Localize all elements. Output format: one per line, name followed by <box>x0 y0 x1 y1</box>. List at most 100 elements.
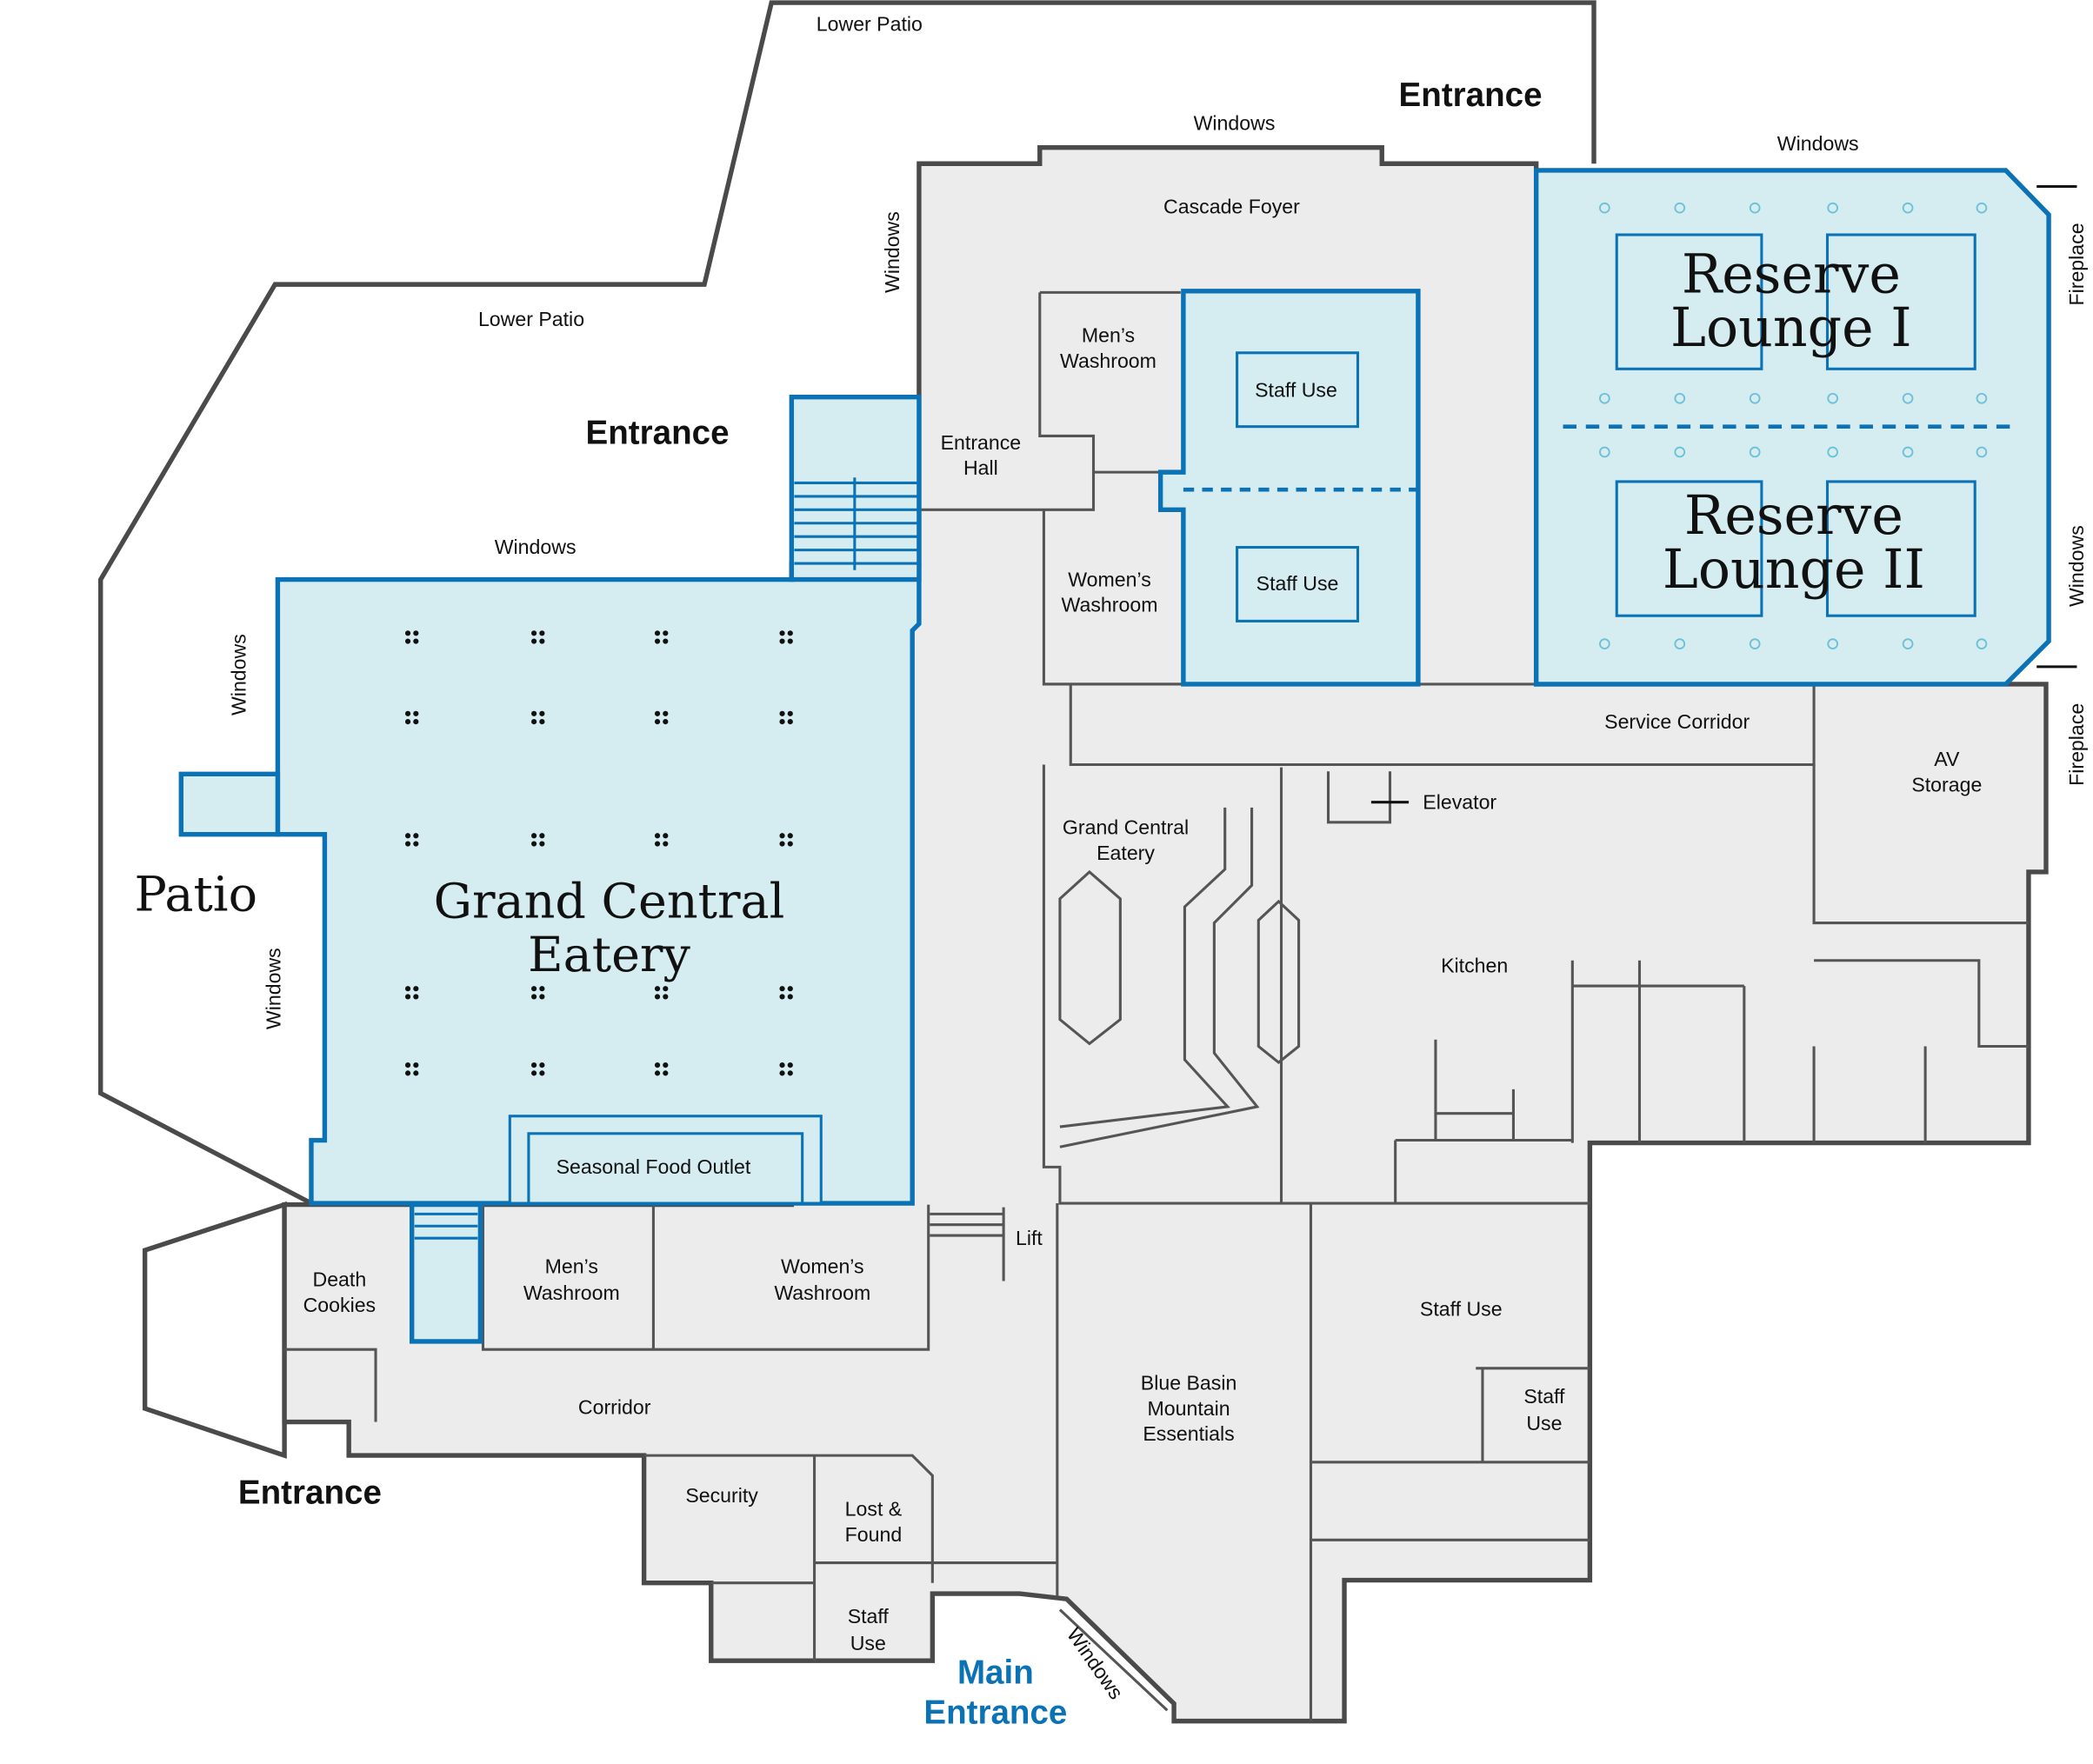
kitchen-line <box>1059 807 1230 1128</box>
eatery-counter <box>1058 869 1122 1046</box>
entrance-label[interactable]: Entrance <box>238 1474 382 1512</box>
seat-marker <box>1827 392 1838 404</box>
table-marker <box>531 710 545 725</box>
table-marker <box>531 986 545 1000</box>
seat-marker <box>1827 202 1838 214</box>
seat-marker <box>1674 202 1686 214</box>
lift-stairs <box>930 1207 1005 1281</box>
entrance-vestibule-left <box>142 1201 287 1459</box>
seat-marker <box>1674 446 1686 458</box>
room-staff-use[interactable]: Staff Use <box>1255 379 1337 402</box>
room-av-storage[interactable]: Storage <box>1911 773 1982 795</box>
table-marker <box>404 1062 419 1076</box>
main-entrance-windows-wall <box>1058 1608 1169 1712</box>
table-marker <box>779 833 793 847</box>
room-grand-central-eatery[interactable]: Grand Central <box>434 873 785 929</box>
windows-label: Windows <box>262 948 284 1029</box>
room-womens-washroom-lower[interactable]: Washroom <box>774 1281 870 1304</box>
room-elevator[interactable]: Elevator <box>1423 790 1496 813</box>
table-marker <box>531 630 545 644</box>
entrance-label[interactable]: Entrance <box>586 415 730 452</box>
room-blue-basin[interactable]: Mountain <box>1147 1397 1230 1420</box>
table-marker <box>404 630 419 644</box>
room-entrance-hall[interactable]: Entrance <box>941 431 1022 454</box>
room-cascade-foyer[interactable]: Cascade Foyer <box>1163 195 1300 217</box>
patio-label: Patio <box>135 867 258 923</box>
room-entrance-hall[interactable]: Hall <box>963 456 998 479</box>
main-entrance-label[interactable]: Entrance <box>923 1694 1067 1732</box>
room-grand-central-eatery-kitchen[interactable]: Eatery <box>1096 842 1155 864</box>
seat-marker <box>1674 638 1686 649</box>
seat-marker <box>1902 392 1914 404</box>
windows-label: Windows <box>2065 525 2088 607</box>
room-reserve-lounge-1[interactable]: Reserve <box>1682 243 1901 305</box>
seat-marker <box>1599 638 1610 649</box>
lower-patio-outline <box>98 0 1596 1206</box>
room-womens-washroom[interactable]: Washroom <box>1062 594 1158 616</box>
table-marker <box>779 1062 793 1076</box>
room-grand-central-eatery[interactable]: Eatery <box>528 927 690 983</box>
reserve-lounge-area <box>1533 168 2051 687</box>
seat-marker <box>1902 202 1914 214</box>
room-mens-washroom[interactable]: Men’s <box>1082 323 1135 346</box>
room-staff-use[interactable]: Staff Use <box>1420 1298 1503 1321</box>
lower-patio-label: Lower Patio <box>478 308 584 330</box>
windows-label: Windows <box>1194 112 1276 135</box>
room-mens-washroom-lower[interactable]: Washroom <box>523 1281 620 1304</box>
room-kitchen[interactable]: Kitchen <box>1441 955 1508 977</box>
room-blue-basin[interactable]: Essentials <box>1143 1422 1234 1445</box>
room-staff-use[interactable]: Staff <box>1523 1385 1565 1408</box>
seat-marker <box>1599 446 1610 458</box>
table-marker <box>779 710 793 725</box>
room-death-cookies[interactable]: Cookies <box>303 1294 377 1316</box>
room-reserve-lounge-2[interactable]: Lounge II <box>1663 538 1925 601</box>
table-marker <box>779 630 793 644</box>
room-staff-use[interactable]: Use <box>1526 1412 1562 1434</box>
seat-marker <box>1976 202 1988 214</box>
room-death-cookies[interactable]: Death <box>313 1268 367 1291</box>
eatery-stairs <box>414 477 919 1240</box>
room-staff-use[interactable]: Staff <box>848 1605 890 1628</box>
main-entrance-label[interactable]: Main <box>957 1654 1034 1691</box>
room-lift[interactable]: Lift <box>1016 1227 1043 1249</box>
seat-marker <box>1827 638 1838 649</box>
room-lost-found[interactable]: Found <box>845 1523 903 1546</box>
table-marker <box>531 833 545 847</box>
room-av-storage[interactable]: AV <box>1934 748 1960 770</box>
room-lost-found[interactable]: Lost & <box>845 1498 903 1521</box>
table-marker <box>531 1062 545 1076</box>
table-marker <box>654 710 669 725</box>
room-reserve-lounge-1[interactable]: Lounge I <box>1670 296 1912 359</box>
room-blue-basin[interactable]: Blue Basin <box>1141 1372 1237 1395</box>
table-marker <box>404 833 419 847</box>
room-service-corridor[interactable]: Service Corridor <box>1604 710 1750 733</box>
room-staff-use[interactable]: Staff Use <box>1256 572 1339 595</box>
seat-marker <box>1749 446 1761 458</box>
seat-marker <box>1976 392 1988 404</box>
room-womens-washroom-lower[interactable]: Women’s <box>781 1255 864 1277</box>
room-corridor[interactable]: Corridor <box>578 1395 651 1418</box>
seat-marker <box>1976 638 1988 649</box>
table-marker <box>654 833 669 847</box>
staff-use-rooms-area <box>1157 289 1421 687</box>
fireplace-label: Fireplace <box>2065 703 2088 786</box>
room-grand-central-eatery-kitchen[interactable]: Grand Central <box>1063 816 1189 839</box>
seat-marker <box>1749 392 1761 404</box>
room-mens-washroom-lower[interactable]: Men’s <box>545 1255 598 1277</box>
windows-label: Windows <box>495 536 577 558</box>
room-reserve-lounge-2[interactable]: Reserve <box>1684 484 1903 547</box>
room-staff-use[interactable]: Use <box>850 1632 886 1654</box>
grand-central-eatery-area <box>178 395 922 1344</box>
room-seasonal-food-outlet[interactable]: Seasonal Food Outlet <box>557 1155 751 1178</box>
seat-marker <box>1902 638 1914 649</box>
room-womens-washroom[interactable]: Women’s <box>1068 568 1151 590</box>
entrance-label[interactable]: Entrance <box>1399 77 1543 114</box>
seat-marker <box>1674 392 1686 404</box>
room-mens-washroom[interactable]: Washroom <box>1060 349 1156 372</box>
table-marker <box>779 986 793 1000</box>
room-security[interactable]: Security <box>685 1484 758 1507</box>
seat-marker <box>1827 446 1838 458</box>
lower-patio-label: Lower Patio <box>817 12 923 35</box>
kitchen-line <box>1059 807 1260 1148</box>
